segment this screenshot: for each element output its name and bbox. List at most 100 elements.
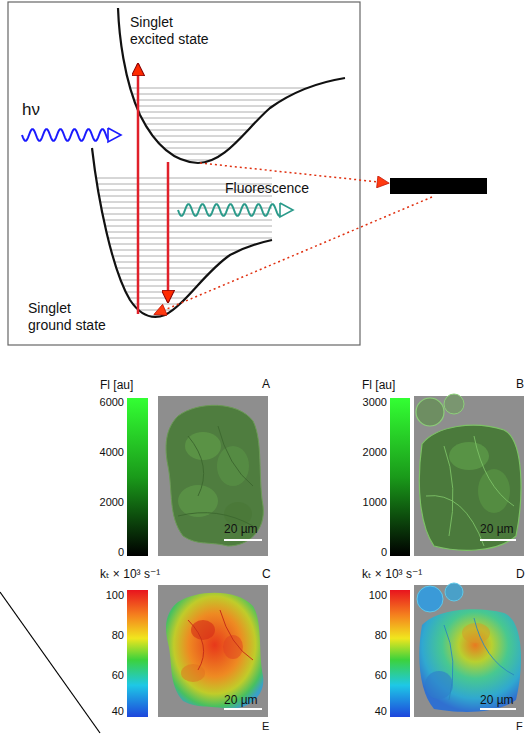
- micrograph: [444, 618, 514, 700]
- scale-label: 20 µm: [480, 522, 514, 536]
- micrograph: [426, 436, 514, 546]
- micrograph: [166, 405, 263, 546]
- micrograph: [158, 585, 268, 717]
- micrograph: [178, 485, 218, 517]
- micrograph: [444, 394, 464, 414]
- vibrational-levels: [80, 274, 280, 275]
- micrograph: [217, 446, 249, 486]
- tick-label: 40: [375, 705, 387, 718]
- micrograph: [166, 593, 263, 709]
- tick-label: 80: [375, 629, 387, 642]
- photon-wave: [178, 204, 280, 216]
- micrograph: [158, 396, 268, 556]
- colorbar: [390, 590, 410, 717]
- photon-wave: [280, 203, 293, 217]
- vibrational-levels: [80, 310, 280, 311]
- panel-letter: A: [262, 377, 270, 391]
- micrograph: [414, 394, 524, 556]
- micrograph: [419, 425, 521, 550]
- micrograph: [425, 671, 453, 699]
- tick-label: 4000: [100, 446, 124, 459]
- emission-arrow: [167, 162, 170, 302]
- panel-letter: D: [516, 567, 525, 581]
- micrograph: [480, 708, 516, 710]
- state-label: Singlet ground state: [28, 300, 118, 334]
- colorbar-title: Fl [au]: [100, 378, 133, 392]
- vibrational-levels: [80, 190, 280, 191]
- micrograph: [158, 396, 268, 556]
- vibrational-levels: [80, 196, 280, 197]
- vibrational-levels: [80, 292, 280, 293]
- panel-letter: C: [262, 567, 271, 581]
- vibrational-levels: [80, 256, 280, 257]
- vibrational-levels: [80, 316, 280, 317]
- micrograph: [224, 502, 252, 526]
- micrograph: [188, 610, 253, 670]
- fluorescence-label: Fluorescence: [225, 180, 309, 197]
- vibrational-levels: [80, 208, 280, 209]
- micrograph: [445, 583, 463, 601]
- tick-label: 3000: [363, 396, 387, 409]
- micrograph: [417, 586, 443, 612]
- tick-label: 2000: [100, 496, 124, 509]
- vibrational-levels: [80, 262, 280, 263]
- state-label: Singlet excited state: [130, 14, 220, 48]
- tick-label: 1000: [363, 496, 387, 509]
- micrograph: [414, 583, 524, 717]
- micrograph: [416, 398, 444, 426]
- micrograph: [224, 539, 262, 541]
- tick-label: 60: [375, 669, 387, 682]
- panel-letter: B: [516, 377, 524, 391]
- tick-label: 100: [369, 589, 387, 602]
- colorbar: [390, 398, 410, 556]
- photon-wave: [22, 129, 108, 141]
- colorbar: [127, 398, 148, 556]
- micrograph: [223, 635, 243, 659]
- potential-curve: [118, 8, 345, 163]
- colorbar-title: kₜ × 10³ s⁻¹: [362, 567, 422, 581]
- tick-label: 60: [112, 669, 124, 682]
- vibrational-levels: [80, 286, 280, 287]
- tick-label: 80: [112, 629, 124, 642]
- tick-label: 0: [381, 546, 387, 559]
- photon-wave: [108, 128, 121, 142]
- tick-label: 40: [112, 705, 124, 718]
- tick-label: 0: [118, 546, 124, 559]
- tick-label: 6000: [100, 396, 124, 409]
- vibrational-levels: [80, 220, 280, 221]
- photon-label: hν: [22, 100, 40, 120]
- colorbar: [127, 590, 148, 717]
- micrograph: [419, 609, 521, 712]
- vibrational-levels: [80, 226, 280, 227]
- tick-label: 100: [106, 589, 124, 602]
- vibrational-levels: [80, 280, 280, 281]
- micrograph: [478, 469, 510, 513]
- micrograph: [414, 396, 524, 556]
- micrograph: [178, 426, 253, 526]
- vibrational-levels: [80, 268, 280, 269]
- colorbar-title: Fl [au]: [362, 378, 395, 392]
- vibrational-levels: [80, 232, 280, 233]
- diagram-frame: [8, 2, 360, 345]
- tick-label: 2000: [363, 446, 387, 459]
- micrograph: [158, 585, 268, 717]
- micrograph: [414, 585, 524, 717]
- scale-label: 20 µm: [224, 693, 258, 707]
- photon-wave: [22, 128, 293, 217]
- vibrational-levels: [80, 202, 280, 203]
- leader-line: [155, 197, 432, 314]
- micrograph: [191, 620, 215, 640]
- scale-label: 20 µm: [224, 522, 258, 536]
- vibrational-levels: [80, 184, 280, 185]
- vibrational-levels: [80, 178, 280, 179]
- vibrational-levels: [80, 298, 280, 299]
- absorption-arrow: [137, 64, 140, 314]
- micrograph: [480, 539, 516, 541]
- colorbar-title: kₜ × 10³ s⁻¹: [100, 567, 160, 581]
- panel-letter: E: [262, 720, 269, 733]
- leader-line: [200, 163, 388, 183]
- scale-label: 20 µm: [480, 693, 514, 707]
- potential-curve: [92, 148, 272, 317]
- micrograph: [224, 708, 262, 710]
